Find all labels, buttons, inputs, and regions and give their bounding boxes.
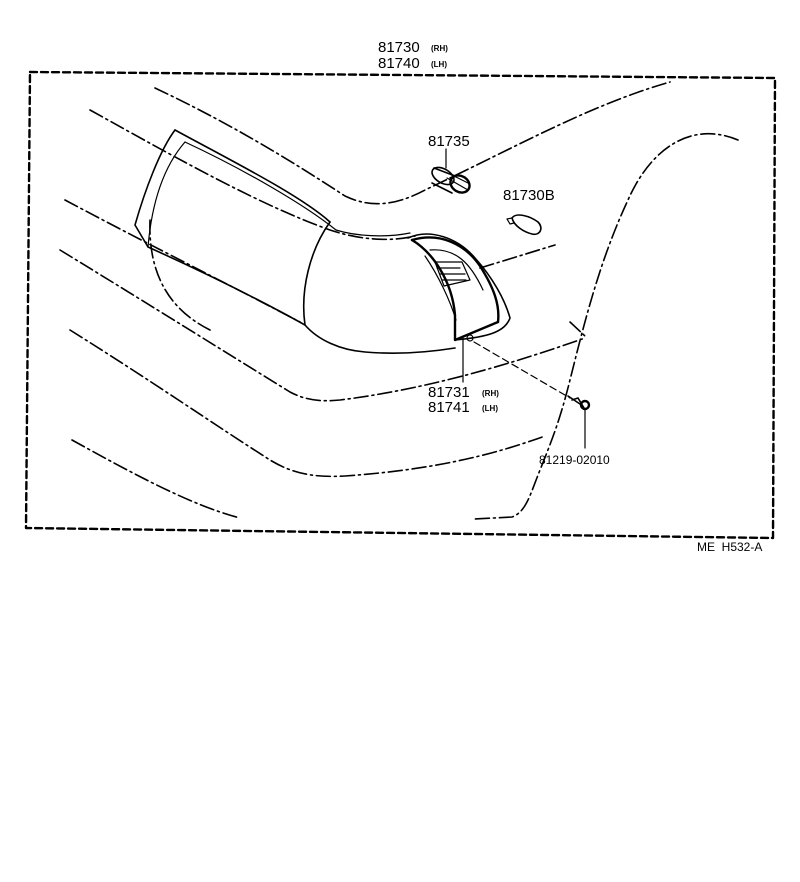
callout-assembly-lh: 81740 (LH) [378, 55, 447, 72]
part-number: 81730 [378, 39, 420, 56]
side-suffix: (LH) [482, 404, 498, 413]
side-suffix: (RH) [431, 44, 448, 53]
callout-socket: 81735 [428, 133, 470, 150]
callout-screw: 81219-02010 [539, 453, 610, 467]
side-marker-lens [407, 233, 511, 342]
part-number: 81735 [428, 133, 470, 150]
callout-lens-rh: 81731 (RH) [428, 384, 499, 401]
assembly-boundary [24, 70, 777, 540]
part-number: 81731 [428, 384, 470, 401]
part-number: 81219-02010 [539, 453, 610, 467]
part-number: 81730B [503, 187, 555, 204]
headlamp-housing [134, 129, 456, 355]
diagram-code: ME H532-A [697, 540, 762, 554]
leader-lines [445, 148, 586, 449]
bulb-icon [506, 214, 542, 236]
callout-lens-lh: 81741 (LH) [428, 399, 498, 416]
callout-bulb: 81730B [503, 187, 555, 204]
vehicle-body-outline [59, 81, 739, 520]
side-suffix: (LH) [431, 60, 447, 69]
socket-icon [431, 166, 471, 194]
part-number: 81740 [378, 55, 420, 72]
part-number: 81741 [428, 399, 470, 416]
screw-icon [567, 395, 591, 411]
callout-assembly-rh: 81730 (RH) [378, 39, 448, 56]
side-suffix: (RH) [482, 389, 499, 398]
